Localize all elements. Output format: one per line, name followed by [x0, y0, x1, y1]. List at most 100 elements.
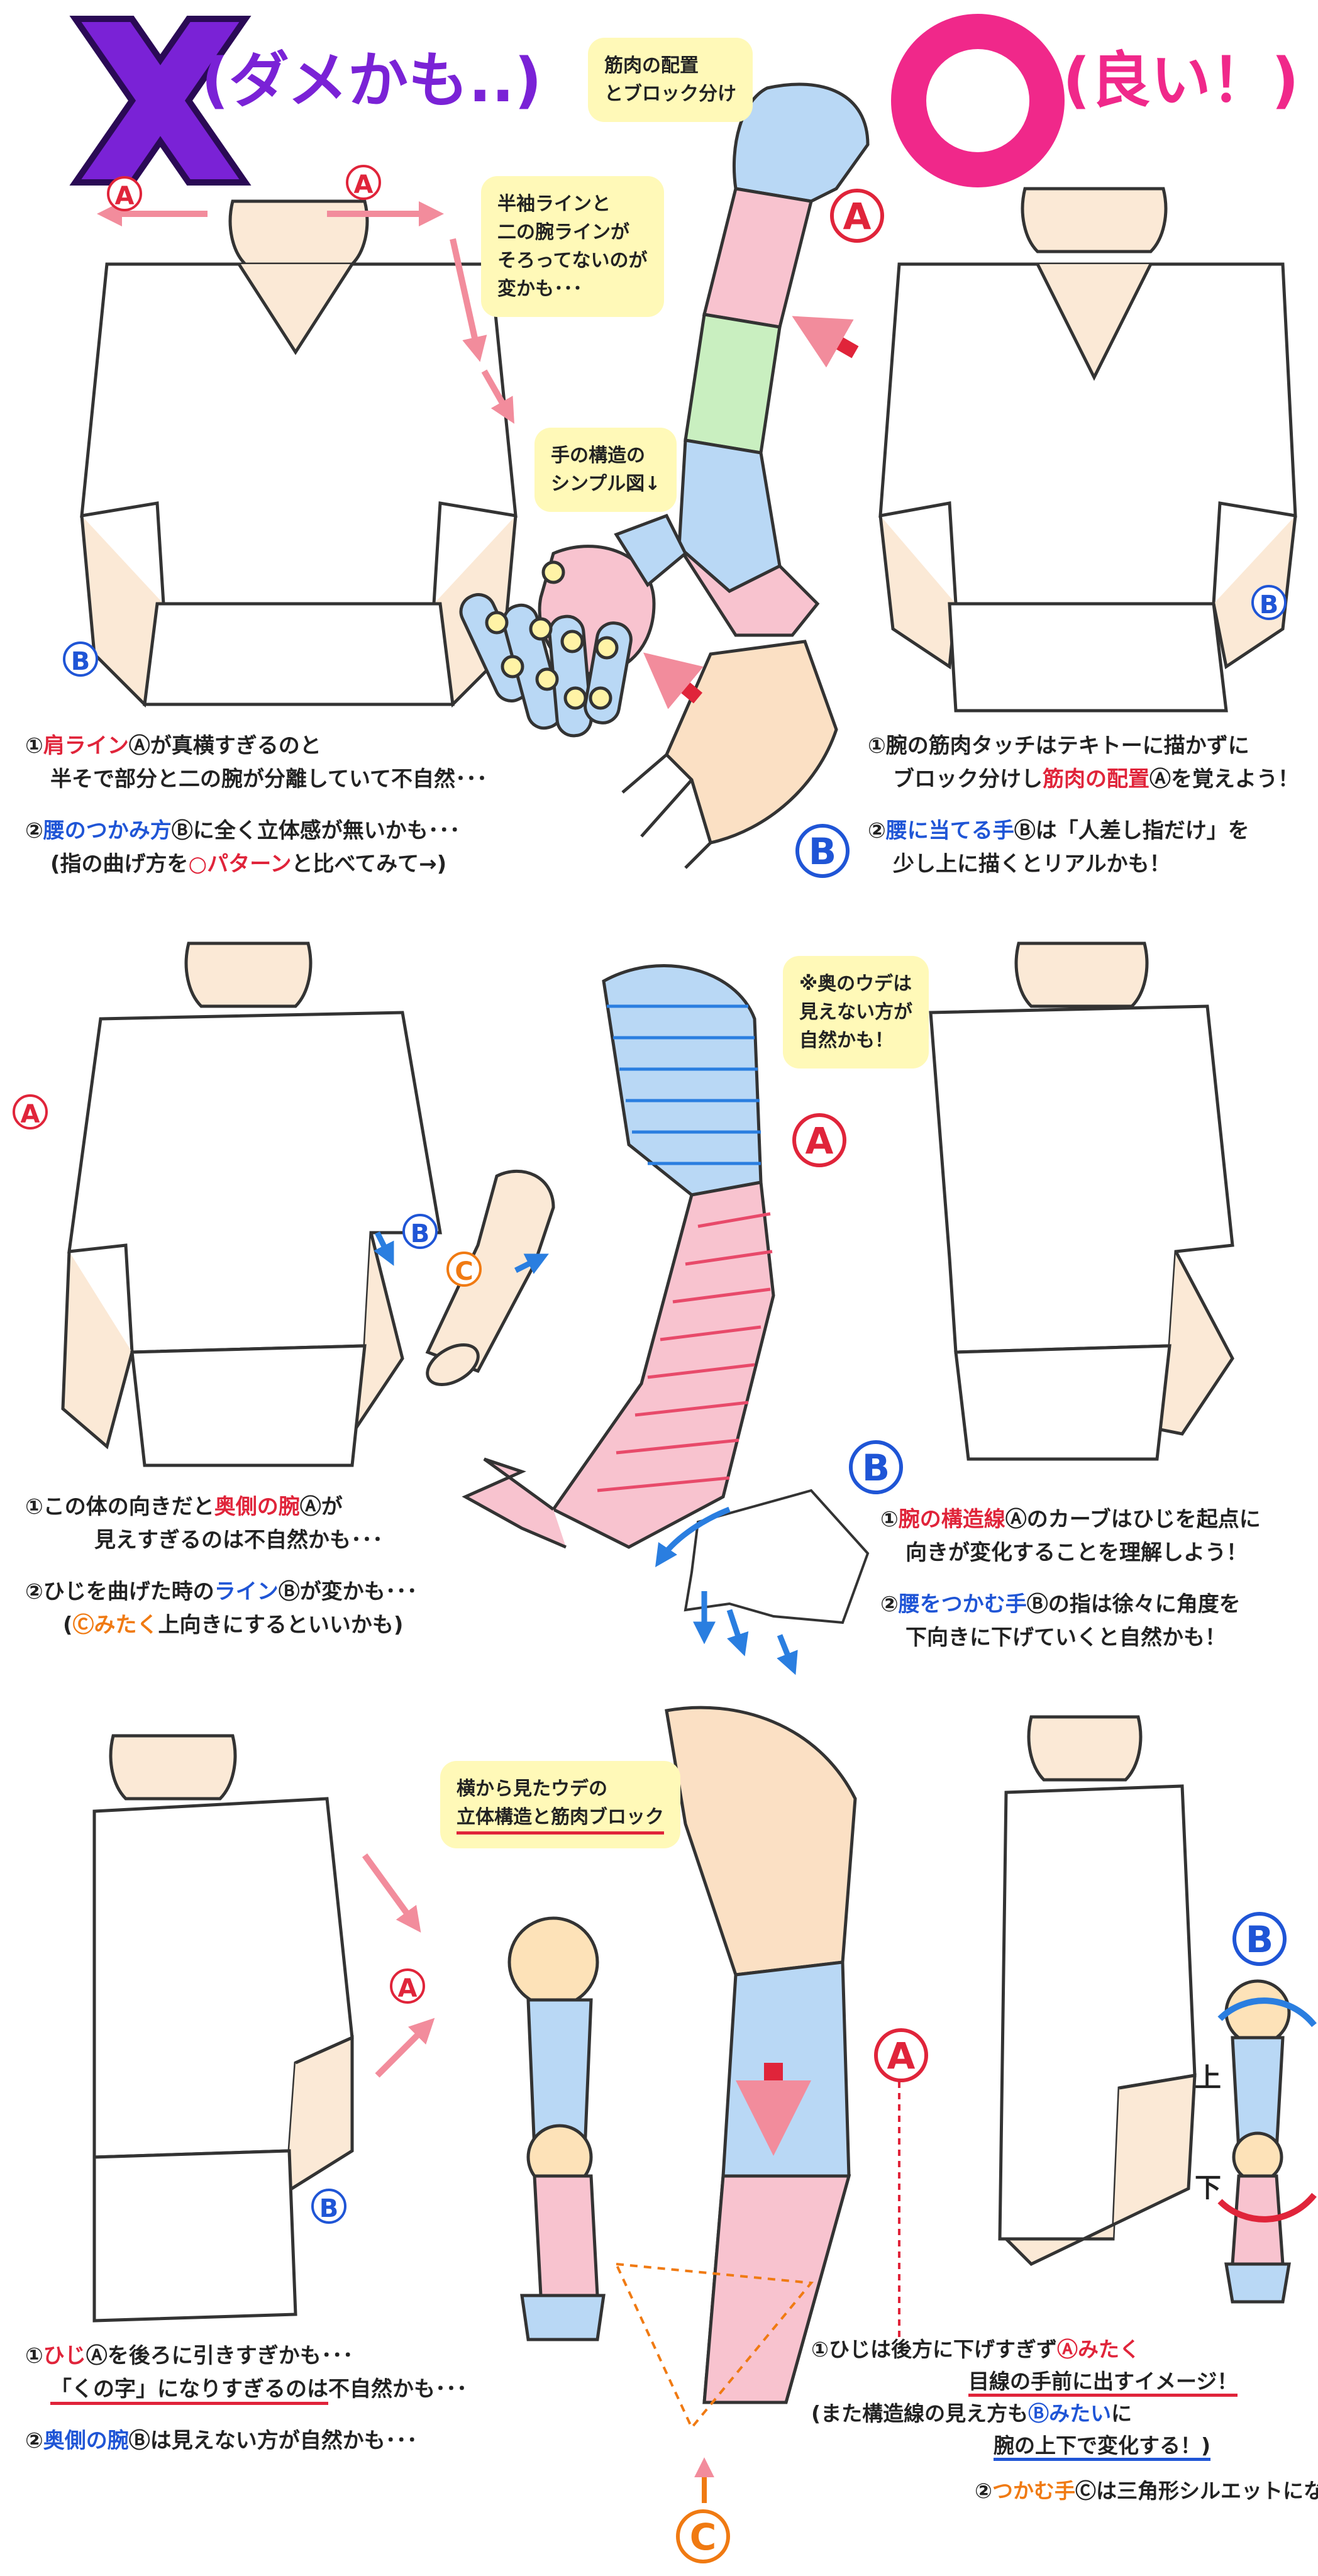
text-span: Ⓐを後ろに引きすぎかも･･･ [86, 2343, 353, 2368]
text-span: 腕の構造線 [898, 1507, 1005, 1532]
text-span: Ⓒみたく [72, 1613, 158, 1638]
text-span: 腰のつかみ方 [43, 818, 172, 844]
text-line: ②腰に当てる手Ⓑは「人差し指だけ」を [868, 814, 1299, 848]
bubble-line: 見えない方が [799, 1001, 912, 1023]
s3-good-note: ①ひじは後方に下げすぎずⒶみたく 目線の手前に出すイメージ！ (また構造線の見え… [811, 2333, 1318, 2507]
marker-c: C [446, 1252, 482, 1287]
text-line: ①腕の筋肉タッチはテキトーに描かずに [868, 733, 1249, 758]
side-structure-arm [507, 1916, 606, 2341]
text-span: Ⓒは三角形シルエットになる！ [1075, 2478, 1318, 2503]
text-span: Ⓐが [299, 1494, 343, 1519]
text-span: 筋肉の配置 [1043, 766, 1149, 792]
text-line: 下向きに下げていくと自然かも！ [905, 1625, 1226, 1651]
bubble-line: 手の構造の [551, 445, 645, 467]
text-line: ①肩ラインⒶが真横すぎるのと [25, 730, 487, 763]
text-span: ①ひじは後方に下げすぎず [811, 2337, 1057, 2362]
text-span: Ⓑの指は徐々に角度を [1026, 1592, 1241, 1618]
text-span: ② [868, 818, 886, 844]
text-span: ( [63, 1613, 73, 1638]
bad-torso-figure-1 [80, 199, 518, 708]
text-span: ①この体の向きだと [25, 1494, 214, 1519]
text-span: ② [25, 2428, 43, 2454]
text-span: 上向きにするといいかも) [158, 1613, 404, 1638]
text-line: 向きが変化することを理解しよう！ [905, 1540, 1248, 1565]
text-span: 不自然かも･･･ [328, 2376, 467, 2402]
marker-b-large: B [849, 1440, 903, 1494]
marker-a: A [107, 176, 142, 211]
bubble-line: 二の腕ラインが [497, 221, 629, 243]
bubble-sleeve-line: 半袖ラインと 二の腕ラインが そろってないのが 変かも･･･ [481, 176, 664, 317]
marker-b-large: B [795, 824, 850, 878]
text-span: 肩ライン [43, 733, 129, 758]
text-span: 腰をつかむ手 [898, 1592, 1027, 1618]
bubble-side-arm: 横から見たウデの 立体構造と筋肉ブロック [440, 1761, 680, 1848]
text-span: 目線の手前に出すイメージ！ [968, 2369, 1238, 2397]
bubble-line: 自然かも！ [799, 1030, 894, 1052]
marker-a: A [13, 1094, 48, 1130]
grip-triangle [614, 2262, 814, 2430]
text-line: ブロック分けし筋肉の配置Ⓐを覚えよう！ [868, 763, 1299, 796]
marker-a-large: A [874, 2028, 928, 2082]
text-span: Ⓑに全く立体感が無いかも･･･ [171, 818, 460, 844]
good-torso-figure-1 [878, 187, 1297, 713]
bubble-hand-diagram: 手の構造の シンプル図↓ [534, 428, 677, 512]
text-span: ライン [214, 1579, 279, 1605]
bad-x-icon [69, 16, 252, 186]
pink-arrows-1 [97, 201, 514, 424]
s3-bad-note: ①ひじⒶを後ろに引きすぎかも･･･ 「くの字」になりすぎるのは不自然かも･･･ … [25, 2340, 467, 2458]
text-line: (Ⓒみたく上向きにするといいかも) [25, 1609, 418, 1642]
label-down: 下 [1195, 2172, 1222, 2203]
text-span: (また構造線の見え方も [811, 2401, 1029, 2426]
text-line: ①ひじは後方に下げすぎずⒶみたく [811, 2333, 1318, 2365]
text-line: ②つかむ手Ⓒは三角形シルエットになる！ [811, 2475, 1318, 2507]
text-span: Ⓐのカーブはひじを起点に [1005, 1507, 1261, 1532]
text-span: ② [880, 1592, 899, 1618]
text-span: ② [975, 2478, 992, 2503]
bubble-line: とブロック分け [604, 83, 736, 105]
structure-line-arm [462, 964, 775, 1549]
text-span: Ⓑみたい [1028, 2401, 1112, 2426]
text-line: 半そで部分と二の腕が分離していて不自然･･･ [50, 766, 487, 792]
bent-arm-sketch [425, 1169, 555, 1386]
text-span: ① [880, 1507, 899, 1532]
text-span: ① [25, 2343, 43, 2368]
text-span: ① [25, 733, 43, 758]
hand-structure-diagram [459, 513, 688, 738]
marker-b-large: B [1232, 1912, 1287, 1966]
text-span: ひじ [43, 2343, 86, 2368]
text-span: 奥側の腕 [43, 2428, 129, 2454]
blue-curve-arrows [374, 1231, 798, 1675]
text-span: 「くの字」になりすぎるのは [50, 2376, 328, 2405]
pink-arrows-3 [362, 1853, 435, 2078]
good-caption: (良い！) [1063, 45, 1299, 116]
marker-a-large: A [830, 189, 884, 243]
s2-good-note: ①腕の構造線Ⓐのカーブはひじを起点に 向きが変化することを理解しよう！ ②腰をつ… [880, 1503, 1261, 1655]
text-span: Ⓑが変かも･･･ [278, 1579, 418, 1605]
text-span: Ⓑは見えない方が自然かも･･･ [128, 2428, 418, 2454]
text-line: 「くの字」になりすぎるのは不自然かも･･･ [25, 2373, 467, 2406]
bubble-line: シンプル図↓ [551, 473, 661, 495]
marker-b: B [1251, 585, 1287, 620]
text-line: ②奥側の腕Ⓑは見えない方が自然かも･･･ [25, 2424, 467, 2458]
text-line: ②ひじを曲げた時のラインⒷが変かも･･･ [25, 1575, 418, 1609]
bubble-line: ※奥のウデは [799, 973, 912, 995]
marker-a: A [346, 165, 381, 200]
text-line: ②腰のつかみ方Ⓑに全く立体感が無いかも･･･ [25, 814, 487, 848]
text-span: 腕の上下で変化する！) [994, 2433, 1211, 2462]
text-span: Ⓐを覚えよう！ [1149, 766, 1299, 792]
red-arrow-to-hand [643, 652, 704, 709]
text-line: ①腕の構造線Ⓐのカーブはひじを起点に [880, 1503, 1261, 1536]
marker-b: B [311, 2189, 346, 2224]
good-o-icon [891, 14, 1065, 187]
bubble-line: 筋肉の配置 [604, 55, 699, 77]
text-span: つかむ手 [992, 2478, 1075, 2503]
marker-b: B [402, 1214, 438, 1249]
text-span: ブロック分けし [893, 766, 1043, 792]
bad-torso-figure-3 [92, 1734, 354, 2323]
text-span: 奥側の腕 [214, 1494, 300, 1519]
bubble-line: 半袖ラインと [497, 193, 611, 215]
bad-caption: (ダメかも..) [201, 45, 542, 116]
text-span: Ⓐみたく [1056, 2337, 1140, 2362]
good-torso-figure-3 [998, 1715, 1197, 2267]
